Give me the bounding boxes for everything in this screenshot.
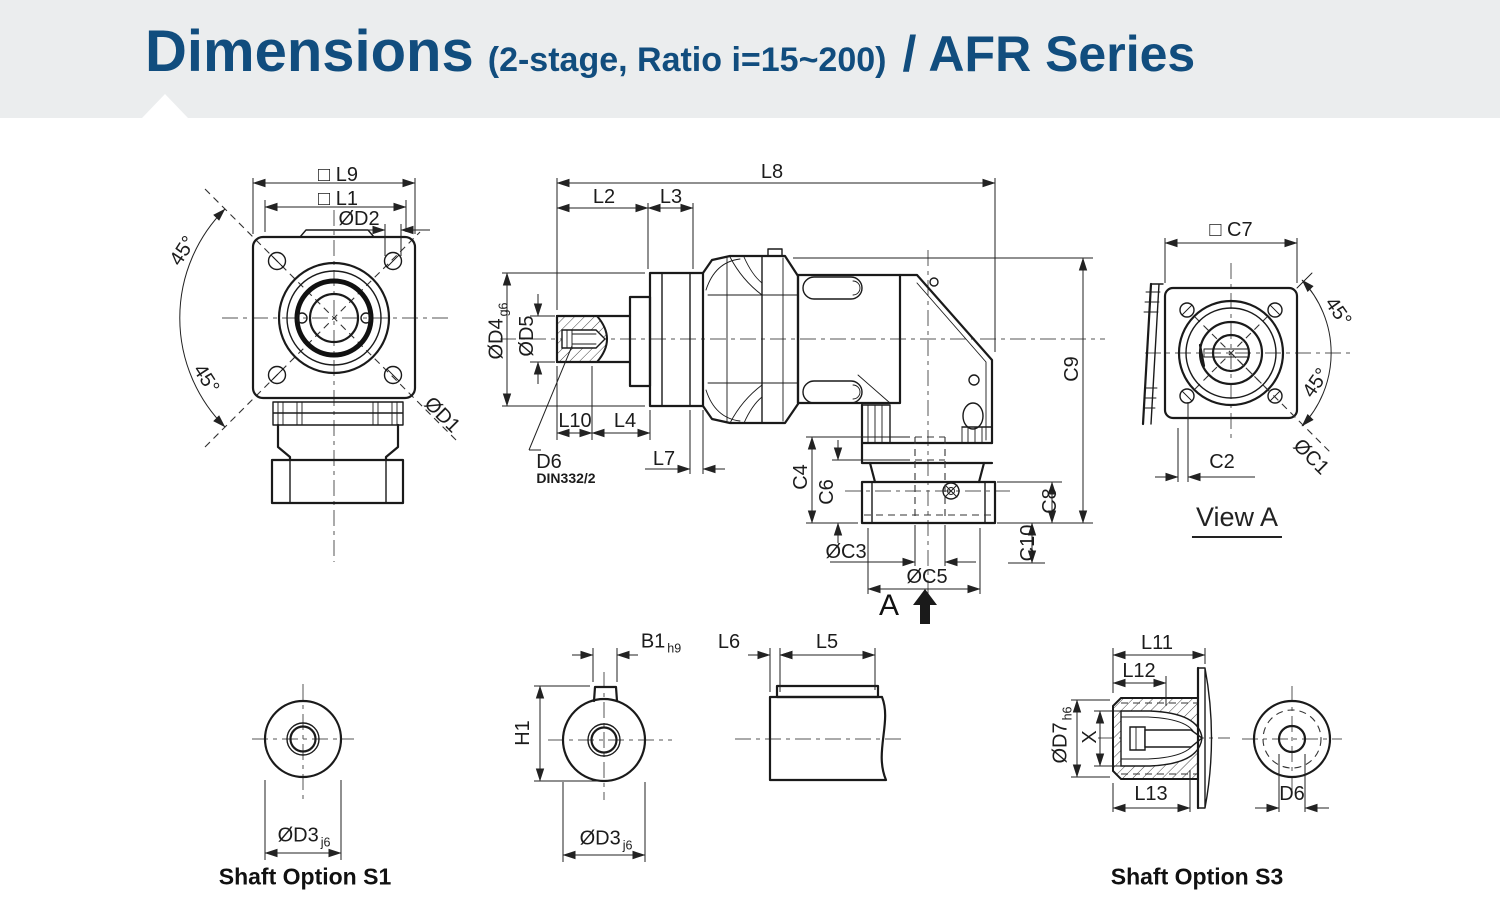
dim-label-c8: C8 — [1039, 488, 1061, 514]
dim-label-h1: H1 — [512, 720, 534, 746]
dim-label-d4-tolerance: g6 — [496, 302, 511, 317]
shaft-option-s3-drawing — [1071, 648, 1342, 813]
dim-label-l10: L10 — [558, 410, 592, 432]
banner-notch-triangle — [142, 94, 188, 118]
dim-label-b1-text: B1 — [640, 630, 666, 653]
title-subtitle: (2-stage, Ratio i=15~200) — [487, 41, 887, 79]
center-hole-standard-label: DIN332/2 — [536, 470, 596, 486]
dim-label-s3-d6: D6 — [1279, 783, 1305, 805]
front-view-drawing — [179, 178, 459, 562]
dim-label-l12: L12 — [1122, 660, 1156, 682]
dim-label-l11: L11 — [1141, 632, 1173, 654]
dim-label-c6: C6 — [816, 479, 838, 505]
dim-label-l7: L7 — [652, 448, 676, 470]
dim-label-s1-d3-text: ØD3 — [277, 824, 319, 847]
view-a-drawing — [1141, 238, 1352, 482]
dim-label-l1: □ L1 — [318, 188, 358, 210]
dim-label-l4: L4 — [613, 410, 637, 432]
dim-label-c7: □ C7 — [1209, 219, 1253, 241]
dim-label-d2: ØD2 — [338, 208, 380, 230]
center-hole-label-d6: D6 — [536, 451, 562, 473]
dim-label-x: X — [1079, 730, 1101, 744]
dim-label-l2: L2 — [592, 186, 616, 208]
dim-label-c10: C10 — [1017, 524, 1039, 562]
dim-label-s1-d3-tolerance: j6 — [320, 835, 331, 850]
dim-label-d7: ØD7h6 — [1049, 706, 1075, 764]
dim-label-d7-tolerance: h6 — [1060, 706, 1075, 721]
view-direction-arrow-icon — [913, 589, 937, 624]
shaft-option-s1-drawing — [252, 684, 354, 860]
dim-label-l5: L5 — [815, 631, 839, 653]
dim-label-d4-text: ØD4 — [485, 318, 508, 360]
dim-label-d4: ØD4g6 — [485, 302, 511, 360]
dim-label-c5: ØC5 — [906, 566, 948, 588]
dim-label-hub-d3-tolerance: j6 — [622, 838, 633, 853]
view-direction-label-a: A — [878, 589, 900, 622]
dim-label-l8: L8 — [760, 161, 784, 183]
dim-label-b1-tolerance: h9 — [667, 641, 682, 656]
title-series: / AFR Series — [902, 26, 1196, 82]
shaft-option-s1-caption: Shaft Option S1 — [218, 863, 392, 890]
view-a-caption: View A — [1191, 502, 1283, 538]
dim-label-d7-text: ØD7 — [1049, 722, 1072, 764]
dim-label-c3: ØC3 — [825, 541, 867, 563]
page-title: Dimensions (2-stage, Ratio i=15~200) / A… — [145, 0, 1195, 104]
dim-label-c2: C2 — [1209, 451, 1235, 473]
dim-label-hub-d3-text: ØD3 — [579, 827, 621, 850]
title-main: Dimensions — [145, 19, 474, 84]
hub-view-drawing — [534, 648, 672, 862]
dim-label-c4: C4 — [790, 464, 812, 490]
dim-label-l3: L3 — [659, 186, 683, 208]
header-banner: Dimensions (2-stage, Ratio i=15~200) / A… — [0, 0, 1500, 118]
side-view-drawing — [500, 178, 1105, 624]
dim-label-d5: ØD5 — [516, 315, 538, 357]
shaft-option-s3-caption: Shaft Option S3 — [1110, 863, 1284, 890]
shaft-side-view-drawing — [735, 648, 905, 782]
dim-label-c9: C9 — [1061, 356, 1083, 382]
dim-label-l13: L13 — [1134, 783, 1168, 805]
dim-label-l6: L6 — [717, 631, 741, 653]
dim-label-l9: □ L9 — [318, 164, 358, 186]
